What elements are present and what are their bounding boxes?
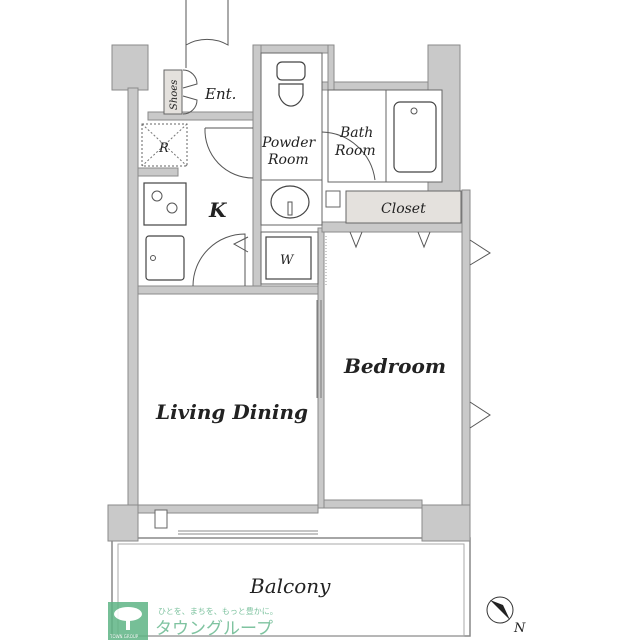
logo-name: タウングループ xyxy=(155,619,273,639)
bathtub xyxy=(393,101,437,173)
washing-machine-space xyxy=(265,236,312,280)
company-logo: TOWN GROUP xyxy=(108,602,148,640)
north-compass-icon xyxy=(486,596,514,624)
refrigerator xyxy=(141,123,188,167)
closet-area xyxy=(345,190,462,224)
toilet xyxy=(276,61,306,81)
logo-mark-text: TOWN GROUP xyxy=(109,634,139,639)
room-label-entrance: Ent. xyxy=(204,85,236,103)
room-label-powder-2: Room xyxy=(267,152,309,168)
room-label-balcony: Balcony xyxy=(249,574,331,598)
room-label-closet: Closet xyxy=(381,201,426,217)
stove xyxy=(143,182,187,226)
compass-north-label: N xyxy=(513,621,526,636)
room-label-washer: W xyxy=(280,253,295,268)
room-label-bath-1: Bath xyxy=(339,125,373,141)
room-label-kitchen: K xyxy=(208,198,228,222)
room-label-powder-1: Powder xyxy=(261,135,317,151)
room-label-refrigerator: R xyxy=(158,141,169,156)
kitchen-sink xyxy=(145,235,185,281)
room-label-shoes: Shoes xyxy=(169,80,180,110)
logo-slogan: ひとを、まちを、もっと豊かに。 xyxy=(158,606,278,616)
room-label-living-dining: Living Dining xyxy=(155,400,308,424)
shoe-cabinet xyxy=(163,69,183,115)
balcony-area xyxy=(111,537,471,637)
room-label-bedroom: Bedroom xyxy=(343,354,446,378)
room-label-bath-2: Room xyxy=(334,143,376,159)
